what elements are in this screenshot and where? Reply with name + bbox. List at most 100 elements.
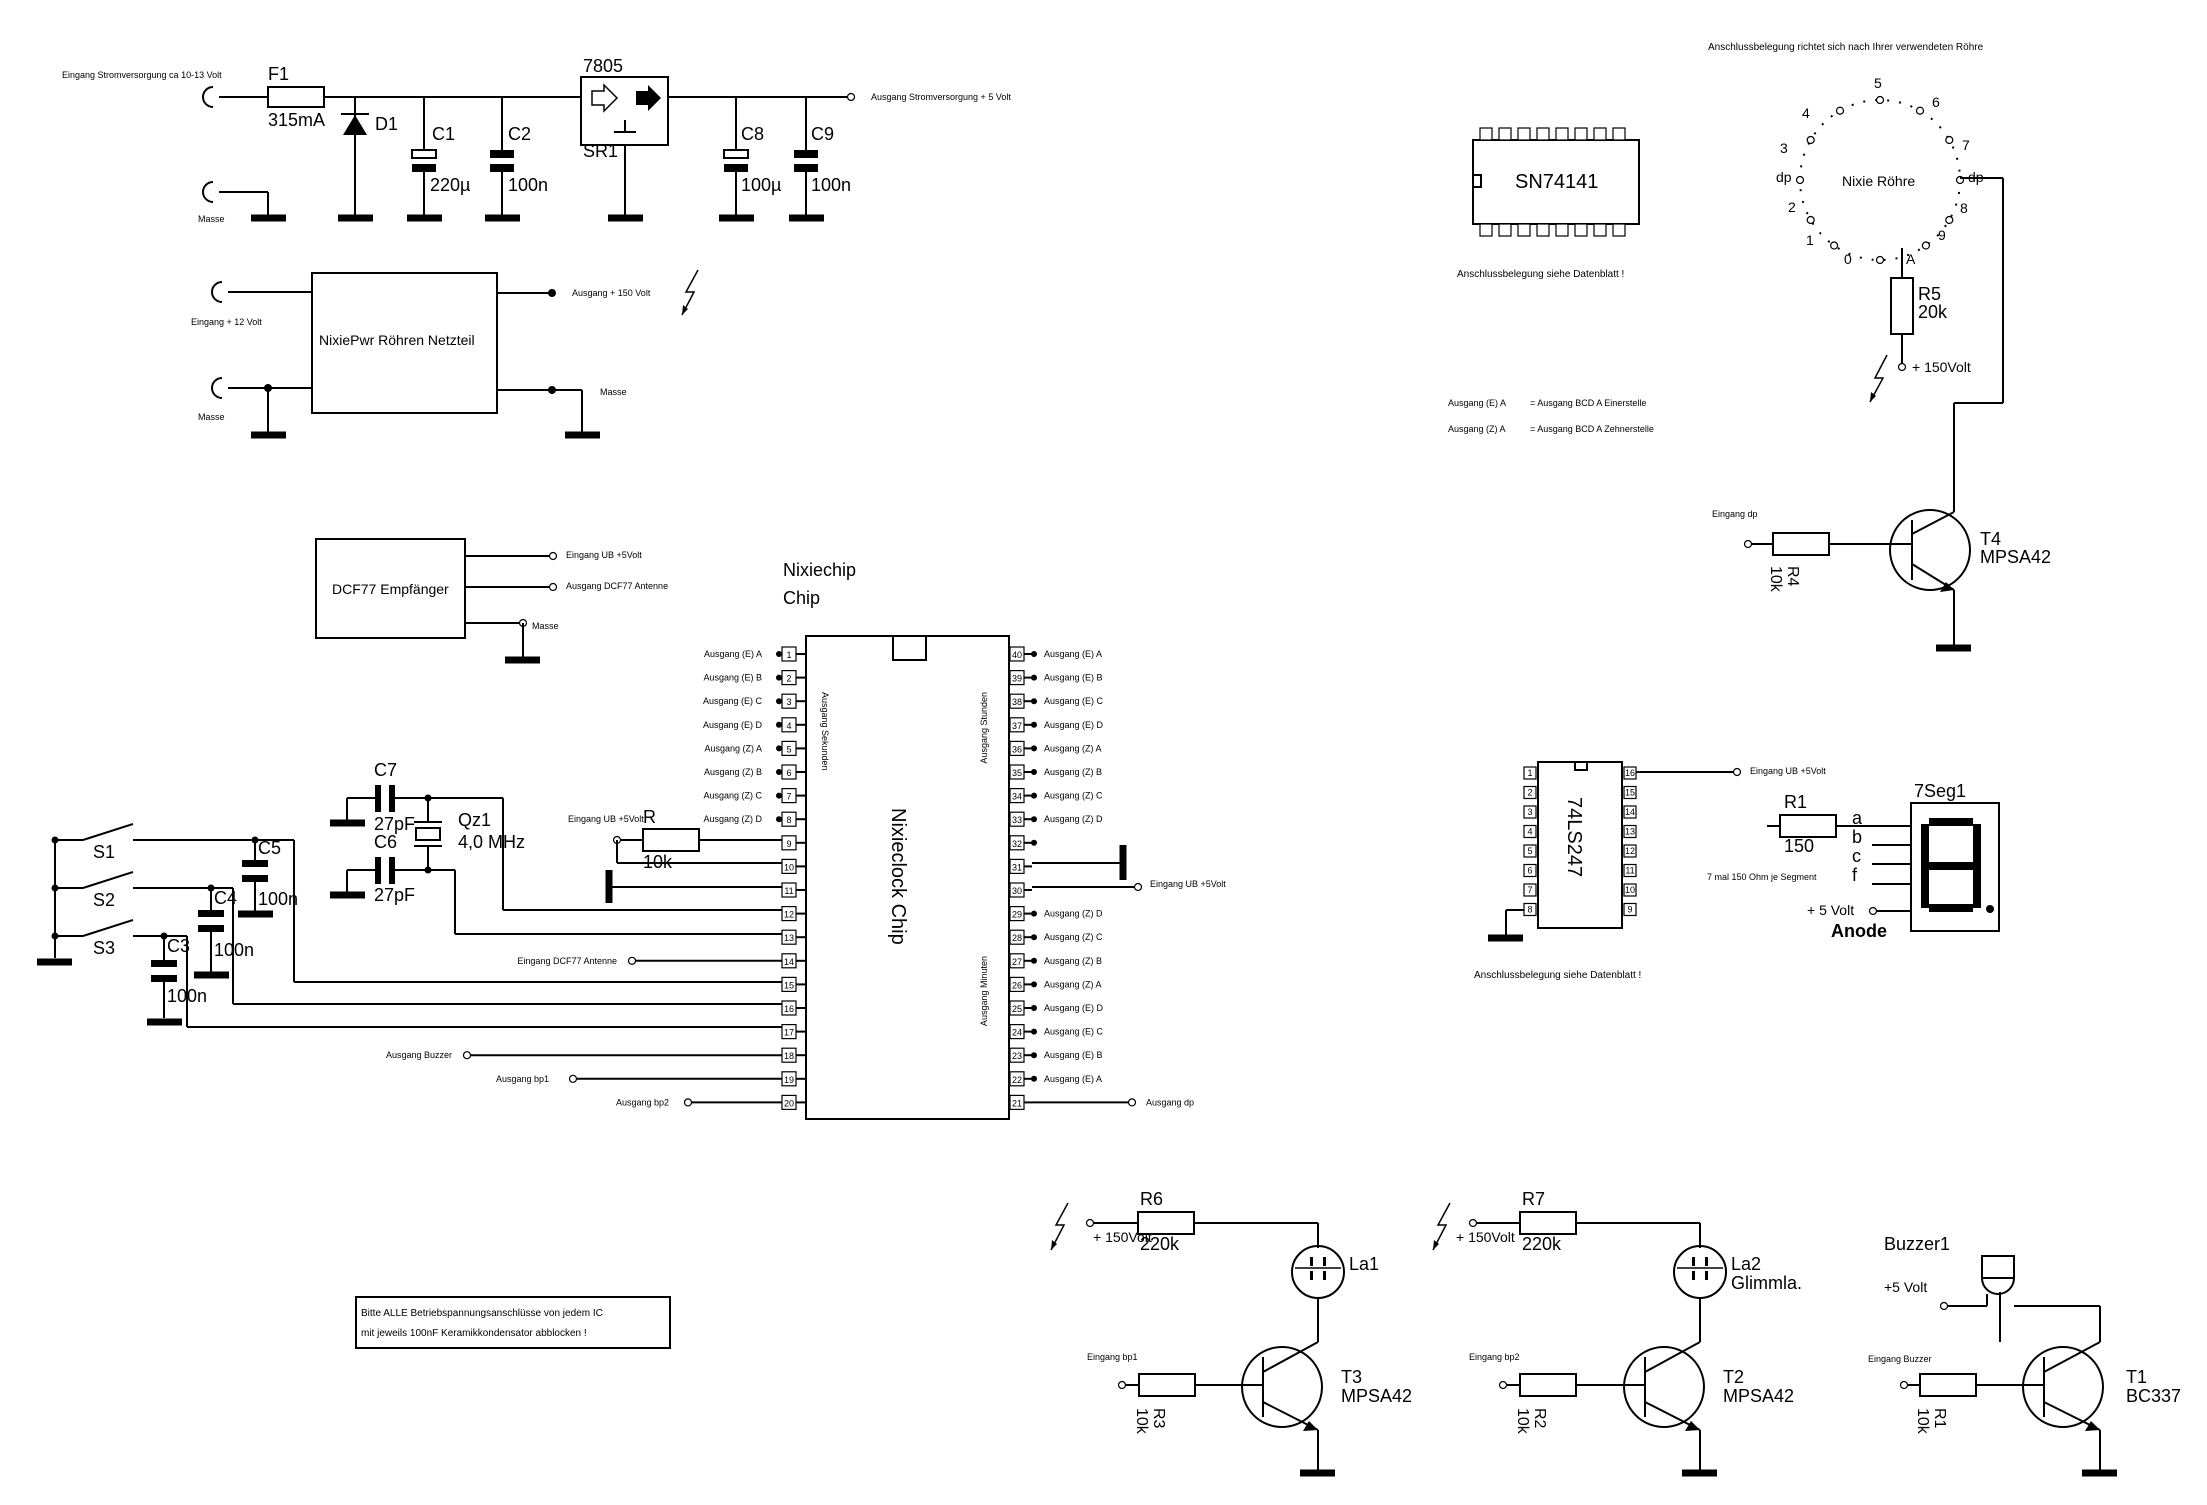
resistor-r1-seg: [1779, 814, 1837, 838]
la1-name: La1: [1349, 1254, 1379, 1274]
diode-d1: [343, 115, 367, 135]
t3-name: T3: [1341, 1367, 1362, 1387]
ls247-chip: [1537, 761, 1623, 929]
ic-pin: [1623, 902, 1637, 917]
t4-type: MPSA42: [1980, 547, 2051, 567]
t2-name: T2: [1723, 1367, 1744, 1387]
nixie-pin-dot: [1921, 241, 1930, 250]
t3-input-label: Eingang bp1: [1087, 1352, 1138, 1362]
chip-pin: 18: [781, 1047, 806, 1063]
d1-name: D1: [375, 114, 398, 134]
chip-body-label: Nixieclock Chip: [887, 808, 909, 945]
glow-lamp-la1: [1291, 1245, 1345, 1299]
c6-value: 27pF: [374, 885, 415, 905]
ic-pin: [1523, 805, 1537, 819]
chip-pin-number: 25: [1012, 1004, 1022, 1014]
ls247-caption: Anschlussbelegung siehe Datenblatt !: [1474, 970, 1641, 981]
np-output-label: Ausgang + 150 Volt: [572, 288, 651, 298]
chip-pin-number: 15: [784, 980, 794, 990]
transistor-t4: [1889, 509, 1971, 591]
c1-value: 220µ: [430, 175, 470, 195]
nixie-label: Nixie Röhre: [1842, 173, 1915, 189]
switch-s1[interactable]: [82, 823, 134, 841]
chip-pin-number: 37: [1012, 721, 1022, 731]
t4-stage: Eingang dp R4 10k T4 MPSA42: [1712, 509, 2051, 652]
nixie-power-section: NixiePwr Röhren Netzteil Eingang + 12 Vo…: [191, 269, 699, 439]
t3-stage: + 150Volt R6 220k La1 Eingang bp1 R3 10k: [1050, 1189, 1412, 1477]
ic-pin: [1623, 824, 1637, 839]
nixie-supply-label: + 150Volt: [1912, 359, 1971, 375]
chip-pin: 11: [781, 882, 806, 898]
legend-z-left: Ausgang (Z) A: [1448, 424, 1506, 434]
nixie-pin-dot: [1945, 215, 1954, 225]
capacitor-c9: [794, 150, 818, 158]
nixieclock-chip-section: Nixiechip Chip Nixieclock Chip Ausgang S…: [386, 560, 1226, 1120]
chip-pin-number: 19: [784, 1075, 794, 1085]
qz1-value: 4,0 MHz: [458, 832, 525, 852]
ls247-ub-label: Eingang UB +5Volt: [1750, 766, 1826, 776]
capacitor-c4: [198, 910, 224, 917]
seg-supply-label: + 5 Volt: [1807, 902, 1854, 918]
dcf77-label: DCF77 Empfänger: [332, 581, 449, 597]
t4-name: T4: [1980, 529, 2001, 549]
note-line2: mit jeweils 100nF Keramikkondensator abb…: [361, 1328, 587, 1339]
chip-pin-number: 12: [784, 910, 794, 920]
ic-pin: [1523, 824, 1537, 839]
chip-pin-number: 30: [1012, 886, 1022, 896]
resistor-r1-buzzer: [1919, 1373, 1977, 1397]
chip-pin-number: 33: [1012, 815, 1022, 825]
t2-type: MPSA42: [1723, 1386, 1794, 1406]
t1-r1-value: 10k: [1914, 1408, 1931, 1435]
ic-pin: [1593, 223, 1607, 237]
chip-pin-number: 7: [786, 792, 791, 802]
r7-value: 220k: [1522, 1234, 1562, 1254]
t4-input-label: Eingang dp: [1712, 509, 1758, 519]
t1-supply-label: +5 Volt: [1884, 1279, 1927, 1295]
buzzer-buzzer1: [1981, 1255, 2015, 1279]
chip-pin-label: Ausgang (Z) D: [1044, 814, 1103, 824]
switch-s2[interactable]: [82, 871, 134, 889]
nixie-pin-dot: [1875, 255, 1885, 265]
c1-name: C1: [432, 124, 455, 144]
regulator-arrow-out-icon: [636, 85, 661, 111]
chip-pin: 14: [781, 953, 806, 969]
ps-output-terminal: [846, 92, 856, 102]
buzzer-name: Buzzer1: [1884, 1234, 1950, 1254]
ls247-name: 74LS247: [1563, 797, 1585, 877]
chip-pin-label: Ausgang (Z) B: [1044, 956, 1102, 966]
seg-label-c: c: [1852, 846, 1861, 866]
c4-value: 100n: [214, 940, 254, 960]
dcf77-section: DCF77 Empfänger Eingang UB +5Volt Ausgan…: [315, 538, 668, 664]
chip-pin: 20: [781, 1094, 806, 1111]
chip-pin-label: Ausgang (Z) A: [1044, 979, 1102, 989]
t1-stage: Buzzer1 +5 Volt Eingang Buzzer R1 10k T1…: [1868, 1234, 2181, 1477]
t1-r1-name: R1: [1931, 1408, 1948, 1429]
glow-lamp-la2: [1673, 1245, 1727, 1299]
resistor-r: [642, 828, 700, 852]
ps-input-label: Eingang Stromversorgung ca 10-13 Volt: [62, 70, 222, 80]
r3-name: R3: [1150, 1408, 1167, 1429]
chip-pin-number: 10: [784, 862, 794, 872]
t2-stage: + 150Volt R7 220k La2 Glimmla. Eingang b…: [1432, 1189, 1802, 1477]
ic-pin-number: 10: [1625, 885, 1635, 895]
chip-pin-label: Ausgang (Z) A: [704, 743, 762, 753]
s1-label: S1: [93, 842, 115, 862]
ic-pin: [1517, 127, 1531, 141]
hv-lightning-icon: [1869, 354, 1888, 403]
chip-pin: 30: [1009, 882, 1032, 898]
chip-pin-number: 2: [786, 674, 791, 684]
nixie-pin-dot: [1915, 106, 1925, 115]
nixiepwr-module: [311, 272, 498, 414]
chip-pin-number: 6: [786, 768, 791, 778]
chip-pin-number: 28: [1012, 933, 1022, 943]
chip-pin-number: 38: [1012, 697, 1022, 707]
t2-supply-label: + 150Volt: [1456, 1229, 1515, 1245]
switch-s3[interactable]: [82, 919, 134, 937]
